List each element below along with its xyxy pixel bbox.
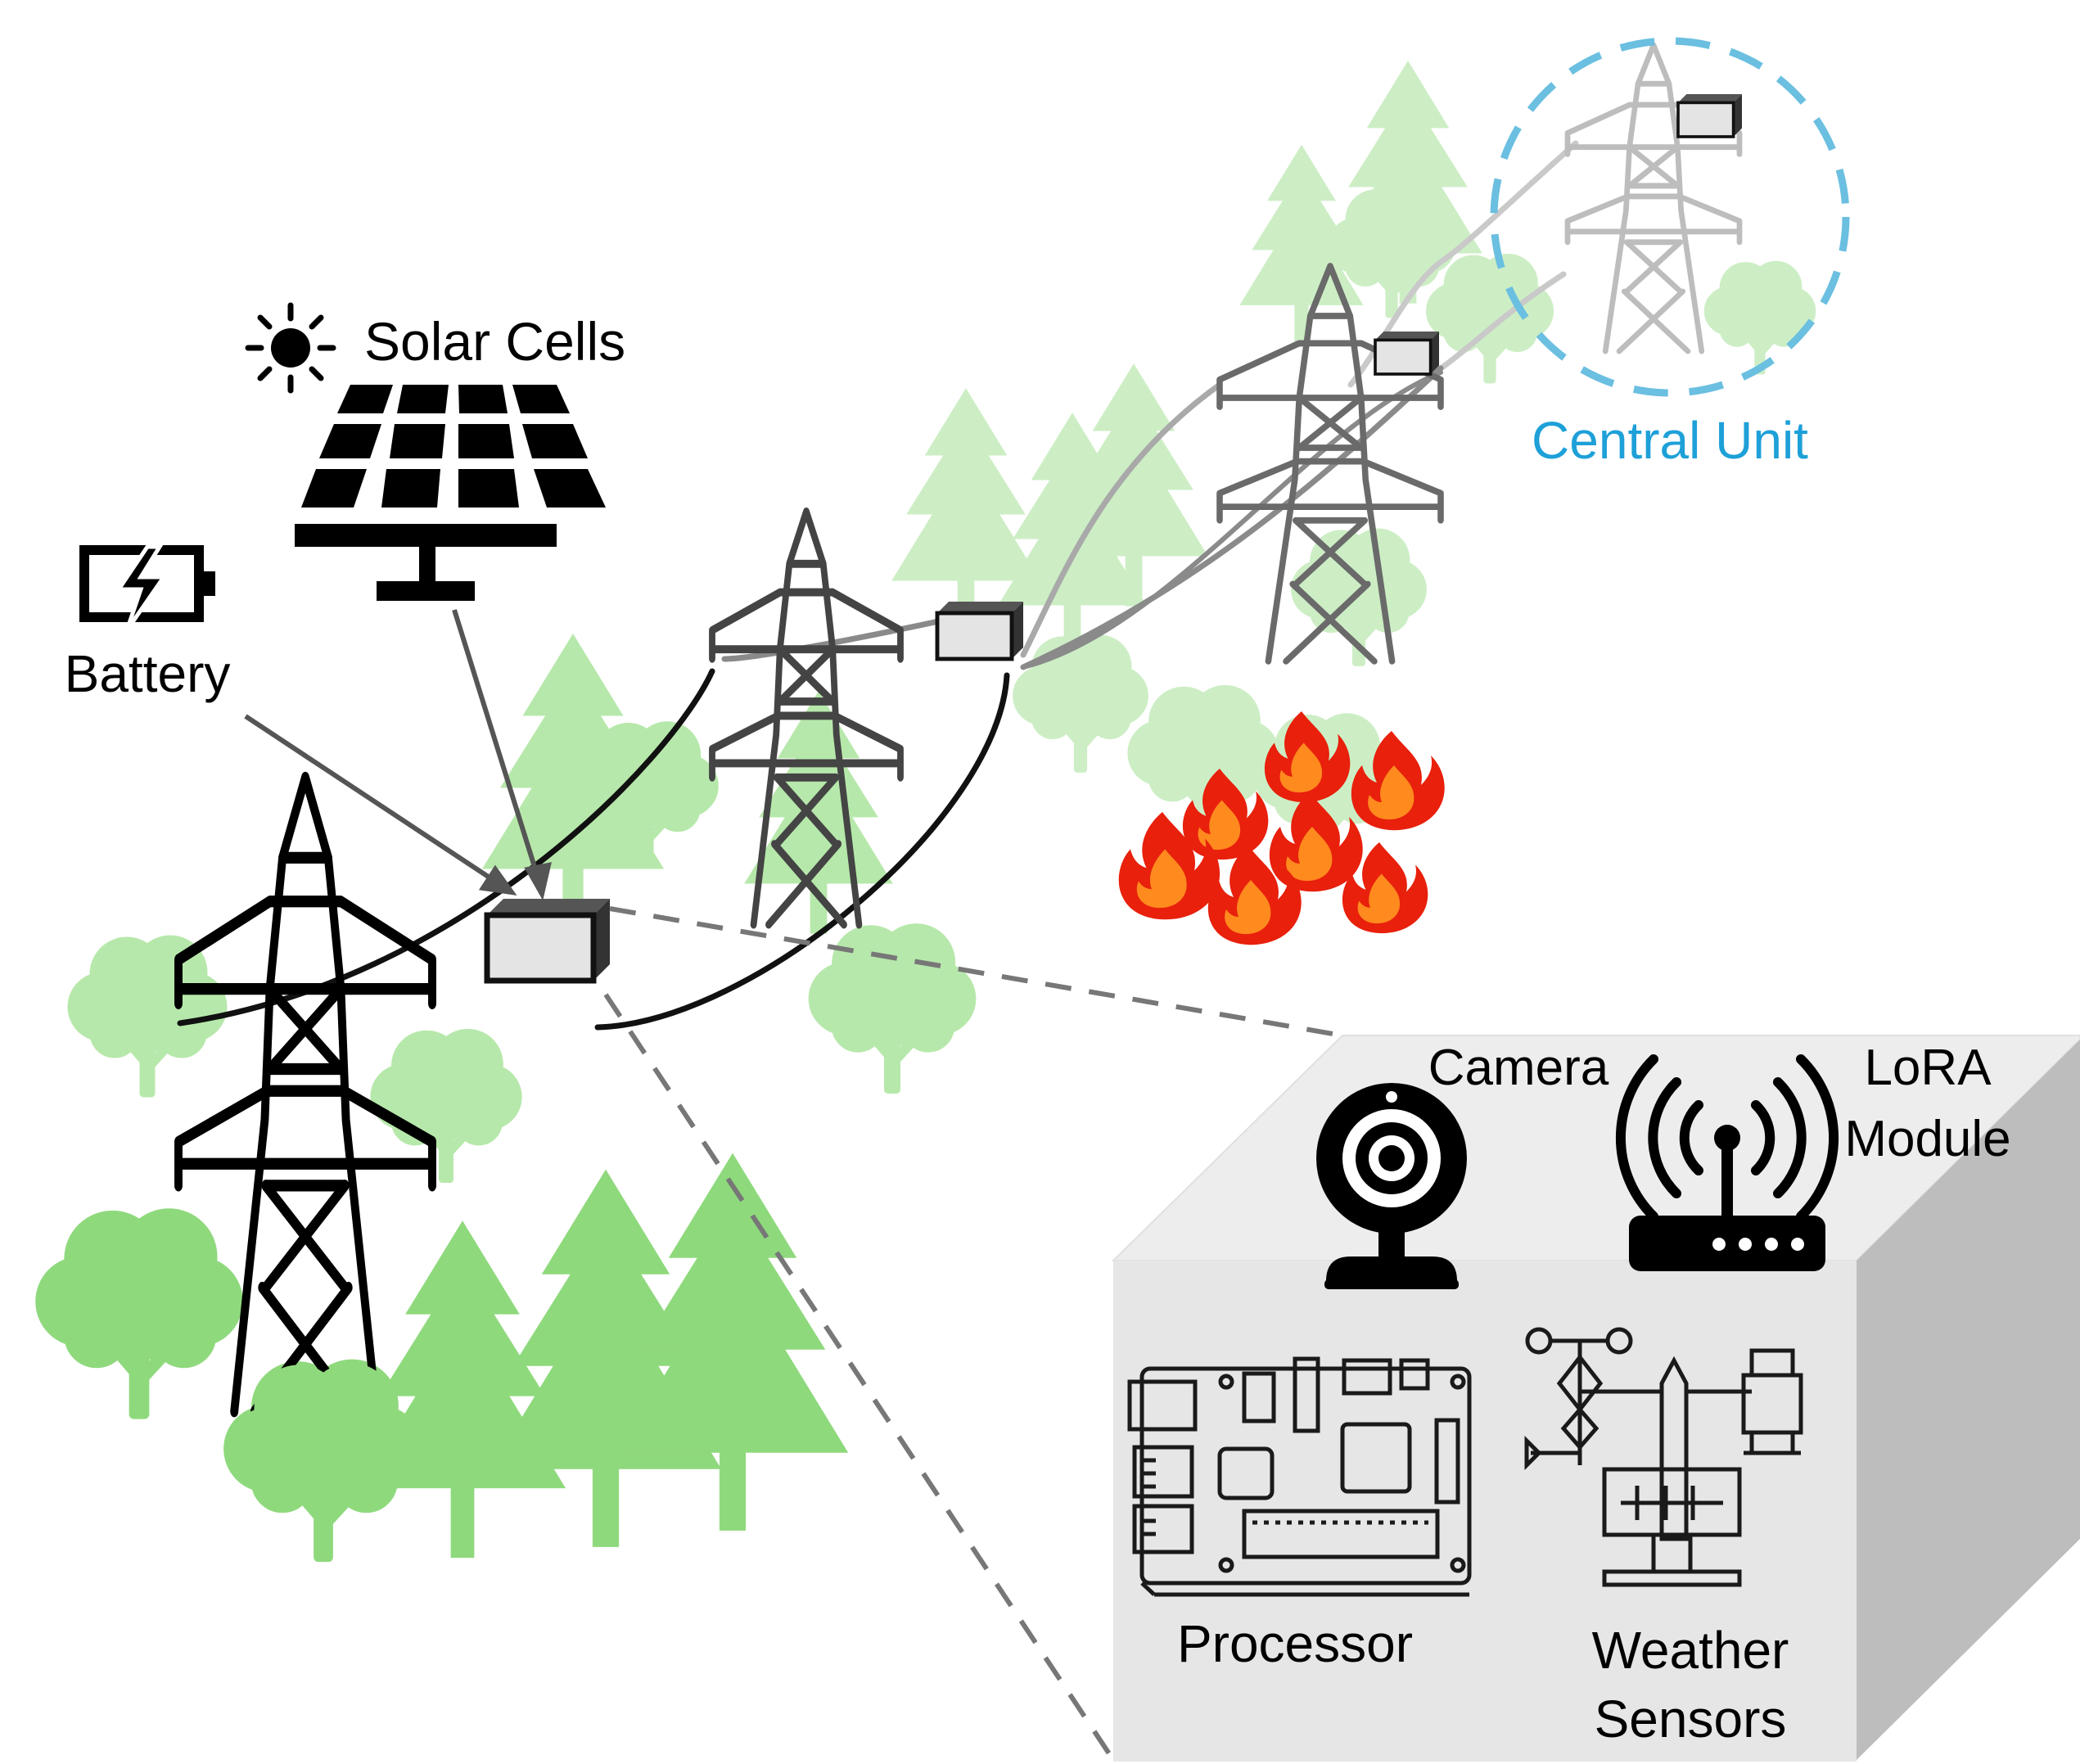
sun-icon	[245, 302, 336, 394]
weather-station-icon	[1524, 1327, 1803, 1587]
tree-icon	[1704, 261, 1816, 374]
box-front-face	[1113, 1261, 1857, 1762]
sensor-box	[1676, 92, 1744, 138]
tree-icon	[617, 1153, 848, 1531]
solar-panel-icon	[295, 385, 606, 601]
sensor-box	[1374, 330, 1441, 376]
weather-label-line2: Sensors	[1595, 1690, 1787, 1748]
battery-label: Battery	[65, 644, 231, 703]
solar-cells-label: Solar Cells	[364, 311, 625, 372]
tree-icon	[36, 1209, 242, 1419]
pointer-arrows	[244, 609, 552, 901]
circuit-board-icon	[1127, 1356, 1472, 1597]
zoom-lines	[603, 906, 1343, 1762]
webcam-icon	[1316, 1083, 1467, 1289]
central-unit-circle	[1490, 37, 1850, 397]
router-antenna-icon	[1615, 1054, 1839, 1271]
central-unit-label: Central Unit	[1532, 411, 1808, 470]
camera-label: Camera	[1428, 1040, 1609, 1096]
battery-charging-icon	[79, 544, 215, 632]
sensor-box	[937, 602, 1023, 659]
tree-icon	[68, 936, 227, 1097]
lora-label-line2: Module	[1844, 1111, 2010, 1167]
sensor-box	[487, 899, 610, 981]
box-side-face	[1857, 1040, 2080, 1760]
processor-label: Processor	[1177, 1614, 1413, 1673]
weather-label-line1: Weather	[1592, 1621, 1789, 1680]
sensor-box-detail: Camera LoRA Module	[1111, 1035, 2080, 1762]
lora-label-line1: LoRA	[1864, 1040, 1992, 1096]
